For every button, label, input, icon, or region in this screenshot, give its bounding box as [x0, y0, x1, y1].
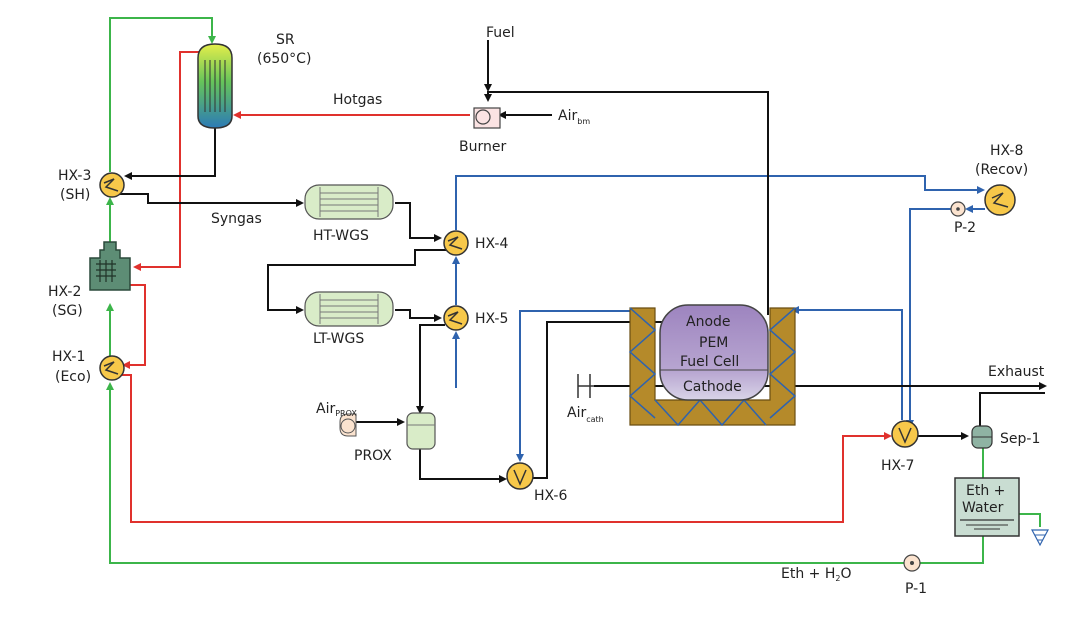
eth-water-tank [954, 477, 1020, 537]
tank-label-1: Eth + [966, 483, 1005, 499]
stream-sr-to-hx2 [133, 51, 205, 271]
burner [473, 107, 501, 129]
ht-wgs-reactor [304, 184, 394, 220]
anode-label: Anode [686, 314, 731, 330]
stream-hx4-to-hx8 [455, 175, 985, 230]
stream-sr-to-hx3 [124, 128, 216, 180]
hx3-exchanger [99, 172, 125, 198]
air-prox-blower [339, 413, 357, 437]
stream-hx3-to-sr [109, 17, 216, 172]
drain-symbol [1031, 529, 1049, 547]
air-bm-label: Airbm [558, 108, 590, 126]
hx8-label: HX-8 [990, 143, 1023, 159]
burner-label: Burner [459, 139, 506, 155]
sr-temp-label: (650°C) [257, 51, 311, 67]
stream-prox-to-hx6 [419, 448, 507, 483]
air-prox-label: AirPROX [316, 401, 357, 418]
ht-wgs-label: HT-WGS [313, 228, 369, 244]
steam-generator-hx2 [89, 241, 131, 291]
hx7-label: HX-7 [881, 458, 914, 474]
hx1-role-label: (Eco) [55, 369, 91, 385]
prox-reactor [406, 412, 436, 450]
stream-hx7-to-fc [791, 306, 903, 420]
air-cath-label: Aircath [567, 405, 604, 424]
stream-sep-vent [979, 392, 1045, 427]
syngas-label: Syngas [211, 211, 262, 227]
stream-anode-offgas [484, 91, 769, 315]
lt-wgs-reactor [304, 291, 394, 327]
green-streams [106, 17, 1041, 564]
pem-label: PEM [699, 335, 728, 351]
air-cath-blower [577, 374, 594, 398]
stream-fc-to-hx6 [516, 310, 635, 462]
hx5-exchanger [443, 305, 469, 331]
p2-label: P-2 [954, 220, 976, 236]
stream-hx4-to-ltwgs [267, 249, 447, 314]
hx7-exchanger [891, 420, 919, 448]
stream-p2-to-hx7 [906, 208, 952, 428]
prox-label: PROX [354, 448, 392, 464]
stream-hx1-to-hx7 [120, 374, 892, 523]
hx8-exchanger [984, 184, 1016, 216]
cathode-label: Cathode [683, 379, 742, 395]
exhaust-label: Exhaust [988, 364, 1045, 380]
hx4-label: HX-4 [475, 236, 508, 252]
p1-label: P-1 [905, 581, 927, 597]
hotgas-label: Hotgas [333, 92, 382, 108]
hx2-label: HX-2 [48, 284, 81, 300]
pump-p1 [903, 554, 921, 572]
lt-wgs-label: LT-WGS [313, 331, 364, 347]
pem-fuel-cell [628, 304, 797, 427]
hx6-label: HX-6 [534, 488, 567, 504]
stream-ltwgs-to-hx5 [395, 309, 442, 322]
fuel-cell-label: Fuel Cell [680, 354, 739, 370]
sr-label: SR [276, 32, 295, 48]
hx5-label: HX-5 [475, 311, 508, 327]
stream-hx6-to-anode [532, 318, 682, 479]
blue-streams [452, 175, 985, 462]
stream-htwgs-to-hx4 [395, 202, 442, 242]
pump-p2 [950, 201, 966, 217]
hx4-exchanger [443, 230, 469, 256]
hx2-role-label: (SG) [52, 303, 83, 319]
stream-hx5-to-prox [416, 324, 445, 414]
stream-hx3-to-htwgs [118, 193, 304, 207]
hx3-label: HX-3 [58, 168, 91, 184]
steam-reformer [197, 43, 233, 129]
fuel-label: Fuel [486, 25, 515, 41]
red-streams [120, 51, 892, 523]
hx3-role-label: (SH) [60, 187, 90, 203]
stream-p1-to-hx1 [905, 536, 984, 564]
separator-sep1 [971, 425, 993, 449]
stream-feed-line [106, 382, 905, 564]
hx1-label: HX-1 [52, 349, 85, 365]
hx1-exchanger [99, 355, 125, 381]
hx8-role-label: (Recov) [975, 162, 1028, 178]
black-streams [118, 40, 1047, 483]
eth-h2o-label: Eth + H2O [781, 566, 852, 583]
tank-label-2: Water [962, 500, 1004, 516]
sep1-label: Sep-1 [1000, 431, 1040, 447]
stream-hx2-to-hx1 [122, 284, 146, 369]
hx6-exchanger [506, 462, 534, 490]
